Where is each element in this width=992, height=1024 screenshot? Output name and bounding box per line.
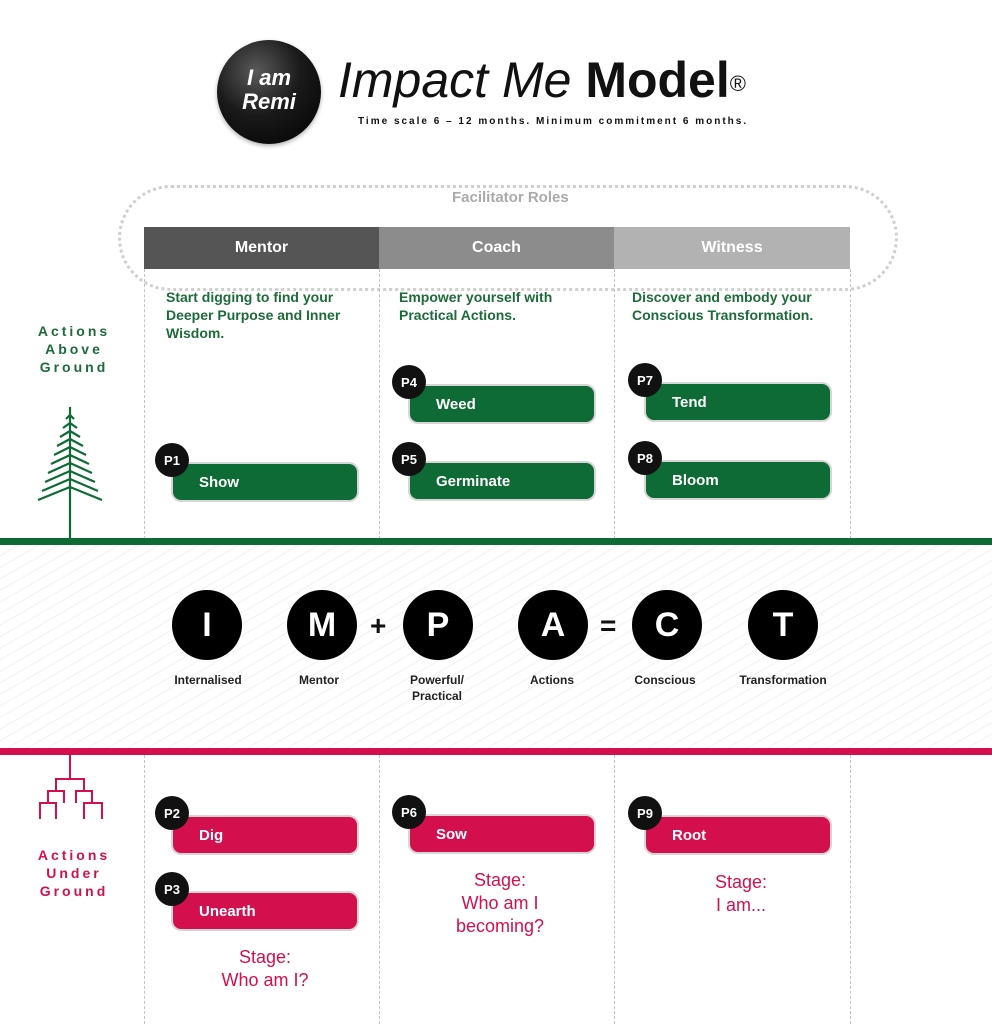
column-divider <box>614 755 615 1024</box>
tree-icon <box>37 407 103 540</box>
stage-show-pill: Show <box>173 464 357 500</box>
label-actions: Actions <box>529 673 574 687</box>
column-divider <box>144 269 145 539</box>
column-divider <box>379 269 380 539</box>
badge-p2: P2 <box>155 796 189 830</box>
plus-operator: + <box>370 610 387 641</box>
subtitle: Time scale 6 – 12 months. Minimum commit… <box>358 116 749 127</box>
equals-operator: = <box>600 610 617 641</box>
badge-p4: P4 <box>392 365 426 399</box>
column-divider <box>614 269 615 539</box>
role-coach: Coach <box>379 227 614 269</box>
stage-dig-pill: Dig <box>173 817 357 853</box>
label-mentor: Mentor <box>299 673 339 687</box>
stage-text-col1: Stage: Who am I? <box>221 947 309 990</box>
registered-mark: ® <box>729 71 746 96</box>
badge-p5: P5 <box>392 442 426 476</box>
stage-weed-pill: Weed <box>410 386 594 422</box>
letter-m-circle: M <box>287 590 357 660</box>
roots-icon <box>39 755 103 819</box>
column-divider <box>850 269 851 539</box>
letter-t-circle: T <box>748 590 818 660</box>
hatched-band <box>0 545 992 748</box>
facilitator-roles-label: Facilitator Roles <box>440 189 581 206</box>
stage-unearth-pill: Unearth <box>173 893 357 929</box>
letter-p-circle: P <box>403 590 473 660</box>
role-witness: Witness <box>614 227 850 269</box>
badge-p6: P6 <box>392 795 426 829</box>
actions-above-ground-label: Actions Above Ground <box>37 323 111 375</box>
coach-description: Empower yourself with Practical Actions. <box>399 289 553 323</box>
i-am-remi-logo: I am Remi <box>217 40 321 144</box>
mentor-description: Start digging to find your Deeper Purpos… <box>166 289 341 341</box>
column-divider <box>379 755 380 1024</box>
badge-p9: P9 <box>628 796 662 830</box>
title-light: Impact Me <box>338 52 572 108</box>
stage-text-col2: Stage: Who am I becoming? <box>455 870 545 936</box>
actions-under-ground-label: Actions Under Ground <box>37 847 111 899</box>
letter-c-circle: C <box>632 590 702 660</box>
label-conscious: Conscious <box>634 673 696 687</box>
stage-text-col3: Stage: I am... <box>714 872 768 915</box>
ground-line-red <box>0 748 992 755</box>
letter-i-circle: I <box>172 590 242 660</box>
column-divider <box>144 755 145 1024</box>
column-divider <box>850 755 851 1024</box>
ground-line-green <box>0 538 992 545</box>
facilitator-roles-outline <box>118 185 898 291</box>
page-title: Impact Me Model® <box>338 50 746 110</box>
badge-p8: P8 <box>628 441 662 475</box>
stage-root-pill: Root <box>646 817 830 853</box>
label-transformation: Transformation <box>739 673 827 687</box>
badge-p7: P7 <box>628 363 662 397</box>
role-mentor: Mentor <box>144 227 379 269</box>
stage-sow-pill: Sow <box>410 816 594 852</box>
label-internalised: Internalised <box>174 673 242 687</box>
title-bold: Model <box>585 52 730 108</box>
witness-description: Discover and embody your Conscious Trans… <box>632 289 814 323</box>
badge-p3: P3 <box>155 872 189 906</box>
stage-bloom-pill: Bloom <box>646 462 830 498</box>
stage-germinate-pill: Germinate <box>410 463 594 499</box>
stage-tend-pill: Tend <box>646 384 830 420</box>
letter-a-circle: A <box>518 590 588 660</box>
badge-p1: P1 <box>155 443 189 477</box>
label-powerful-practical: Powerful/ Practical <box>409 673 464 703</box>
